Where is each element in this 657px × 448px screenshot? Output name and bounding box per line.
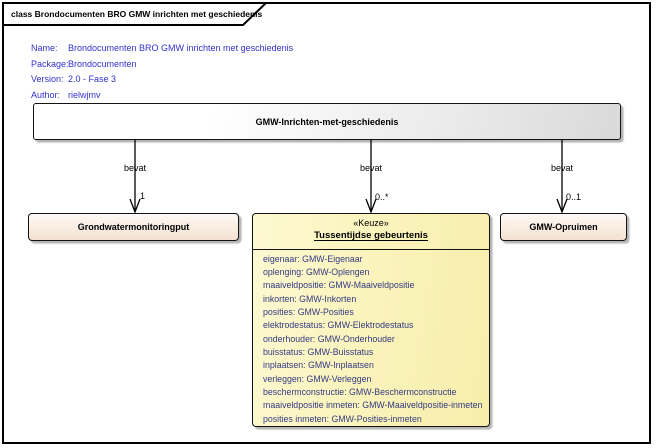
multiplicity-label: 1 xyxy=(140,191,146,201)
diagram-tab-shape xyxy=(2,2,269,26)
attribute-row: onderhouder: GMW-Onderhouder xyxy=(263,333,395,344)
class-name: GMW-Opruimen xyxy=(529,222,598,232)
metadata-value: rielwjmv xyxy=(68,89,101,100)
attribute-row: oplenging: GMW-Oplengen xyxy=(263,266,370,277)
class-header: «Keuze» Tussentijdse gebeurtenis xyxy=(253,214,489,250)
attribute-row: inkorten: GMW-Inkorten xyxy=(263,293,357,304)
attribute-row: maaiveldpositie: GMW-Maaiveldpositie xyxy=(263,280,415,291)
metadata-row-author: Author: rielwjmv xyxy=(31,88,293,104)
metadata-label: Version: xyxy=(31,74,64,85)
association-arrow-grondwatermonitoringput[interactable] xyxy=(127,140,143,214)
attribute-compartment: eigenaar: GMW-Eigenaar oplenging: GMW-Op… xyxy=(253,250,489,426)
metadata-row-name: Name: Brondocumenten BRO GMW inrichten m… xyxy=(31,41,293,57)
class-node-gmw-inrichten-met-geschiedenis[interactable]: GMW-Inrichten-met-geschiedenis xyxy=(33,103,621,140)
diagram-tab: class Brondocumenten BRO GMW inrichten m… xyxy=(2,2,270,27)
multiplicity-label: 0..* xyxy=(375,192,389,202)
metadata-value: Brondocumenten BRO GMW inrichten met ges… xyxy=(68,43,294,53)
metadata-label: Author: xyxy=(31,89,61,100)
association-label: bevat xyxy=(123,163,147,173)
attribute-row: beschermconstructie: GMW-Beschermconstru… xyxy=(263,386,457,397)
multiplicity-label: 0..1 xyxy=(566,192,582,202)
association-arrow-gmw-opruimen[interactable] xyxy=(554,140,570,214)
class-node-gmw-opruimen[interactable]: GMW-Opruimen xyxy=(500,213,627,241)
attribute-row: inplaatsen: GMW-Inplaatsen xyxy=(263,360,374,371)
class-name: Tussentijdse gebeurtenis xyxy=(314,230,428,241)
association-label: bevat xyxy=(359,163,383,173)
class-name: GMW-Inrichten-met-geschiedenis xyxy=(255,116,399,127)
class-node-tussentijdse-gebeurtenis[interactable]: «Keuze» Tussentijdse gebeurtenis eigenaa… xyxy=(252,213,490,427)
association-label: bevat xyxy=(550,163,574,173)
class-node-grondwatermonitoringput[interactable]: Grondwatermonitoringput xyxy=(28,213,239,241)
attribute-row: maaiveldpositie inmeten: GMW-Maaiveldpos… xyxy=(263,400,483,411)
metadata-row-version: Version: 2.0 - Fase 3 xyxy=(31,72,293,88)
attribute-row: verleggen: GMW-Verleggen xyxy=(263,373,372,384)
class-name: Grondwatermonitoringput xyxy=(77,222,190,232)
metadata-value: 2.0 - Fase 3 xyxy=(68,74,117,85)
metadata-label: Name: xyxy=(31,43,58,53)
attribute-row: posities inmeten: GMW-Posities-inmeten xyxy=(263,413,422,424)
diagram-title: class Brondocumenten BRO GMW inrichten m… xyxy=(11,9,263,19)
metadata-label: Package: xyxy=(31,58,69,69)
attribute-row: elektrodestatus: GMW-Elektrodestatus xyxy=(263,320,414,331)
association-arrow-tussentijdse-gebeurtenis[interactable] xyxy=(363,140,379,214)
attribute-row: posities: GMW-Posities xyxy=(263,306,354,317)
attribute-row: buisstatus: GMW-Buisstatus xyxy=(263,346,374,357)
metadata-row-package: Package: Brondocumenten xyxy=(31,57,293,73)
metadata-value: Brondocumenten xyxy=(68,58,137,69)
stereotype-label: «Keuze» xyxy=(353,218,389,228)
attribute-row: eigenaar: GMW-Eigenaar xyxy=(263,253,363,264)
diagram-metadata: Name: Brondocumenten BRO GMW inrichten m… xyxy=(31,41,293,103)
